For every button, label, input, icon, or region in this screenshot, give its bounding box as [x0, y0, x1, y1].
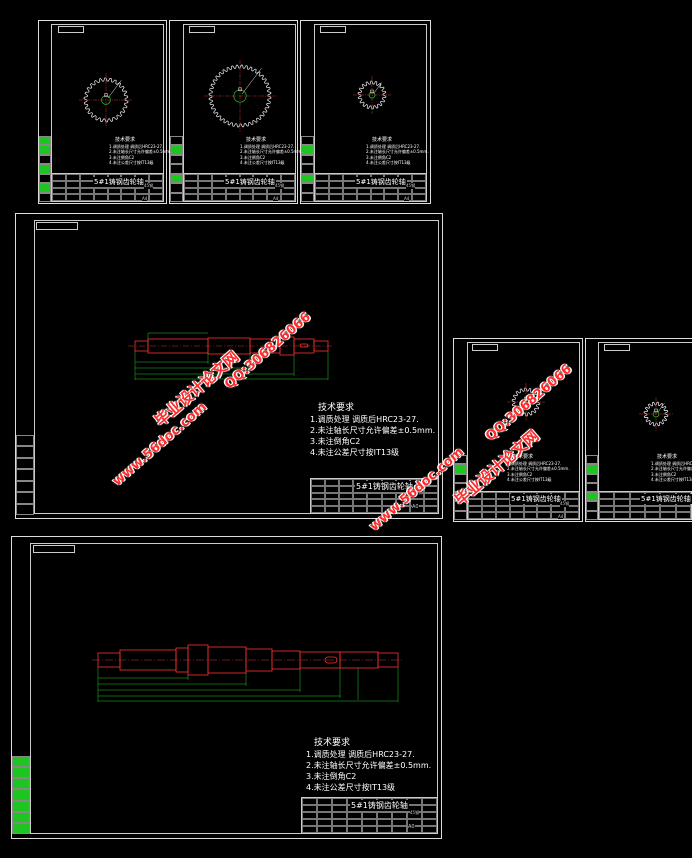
notes-line-4: 4.未注公差尺寸按IT13级: [366, 160, 411, 165]
notes-heading: 技术要求: [314, 738, 351, 748]
notes-line-3: 3.未注倒角C2: [109, 154, 135, 160]
sheet-shaft-2-margin-strip: [12, 756, 30, 834]
notes-line-1: 1.调质处理 调质后HRC23-27.: [310, 415, 419, 424]
notes-line-4: 4.未注公差尺寸按IT13级: [306, 783, 396, 792]
notes-line-1: 1.调质处理 调质后HRC23-27.: [240, 143, 295, 149]
sheet-gear-2-size: A4: [273, 196, 279, 201]
sheet-gear-4-size: A4: [558, 514, 564, 519]
notes-heading: 技术要求: [115, 137, 136, 143]
notes-heading: 技术要求: [246, 137, 267, 143]
sheet-gear-5-drawing-name: 5#1铸钢齿轮轴: [640, 494, 692, 504]
sheet-gear-2-notes: 技术要求 1.调质处理 调质后HRC23-27. 2.未注轴长尺寸允许偏差±0.…: [240, 137, 303, 166]
notes-heading: 技术要求: [372, 137, 393, 143]
sheet-shaft-2-frame: [30, 543, 438, 834]
notes-line-4: 4.未注公差尺寸按IT13级: [651, 477, 692, 482]
sheet-gear-5-tag: [604, 344, 630, 351]
gear-2-view: [204, 60, 276, 132]
notes-line-1: 1.调质处理 调质后HRC23-27.: [366, 143, 421, 149]
notes-line-2: 2.未注轴长尺寸允许偏差±0.5mm.: [240, 149, 303, 154]
sheet-shaft-1-size: A0: [412, 504, 419, 510]
gear-views: [79, 60, 673, 431]
sheet-gear-3-material: 45钢: [406, 183, 416, 189]
sheet-shaft-1-notes: 技术要求 1.调质处理 调质后HRC23-27. 2.未注轴长尺寸允许偏差±0.…: [310, 403, 435, 458]
sheet-shaft-1-tag: [36, 222, 78, 230]
sheet-gear-5: [585, 338, 692, 522]
sheet-shaft-1-drawing-name: 5#1铸钢齿轮轴: [355, 481, 414, 492]
notes-heading: 技术要求: [657, 454, 678, 460]
sheet-shaft-1-margin-strip: [16, 435, 34, 515]
sheet-gear-1-material: 45钢: [144, 183, 154, 189]
sheet-gear-4-material: 45钢: [560, 501, 570, 507]
notes-line-2: 2.未注轴长尺寸允许偏差±0.5mm.: [366, 149, 429, 154]
notes-line-1: 1.调质处理 调质后HRC23-27.: [507, 460, 562, 466]
sheet-gear-1-notes: 技术要求 1.调质处理 调质后HRC23-27. 2.未注轴长尺寸允许偏差±0.…: [109, 137, 172, 166]
sheet-shaft-2-material: 45钢: [410, 810, 420, 816]
sheet-gear-4-tag: [472, 344, 498, 351]
sheet-gear-5-margin-strip: [586, 455, 598, 520]
notes-heading: 技术要求: [513, 454, 534, 460]
sheet-gear-2-drawing-name: 5#1铸钢齿轮轴: [224, 177, 276, 187]
sheet-gear-3-drawing-name: 5#1铸钢齿轮轴: [355, 177, 407, 187]
sheet-shaft-1-material: 45钢: [413, 490, 423, 496]
sheet-shaft-2-tag: [33, 545, 75, 553]
notes-line-3: 3.未注倒角C2: [507, 471, 533, 477]
sheet-gear-1: [38, 20, 167, 204]
sheet-gear-4-margin-strip: [454, 455, 467, 520]
sheet-gear-1-size: A4: [142, 196, 148, 201]
sheet-gear-3-tag: [320, 26, 346, 33]
notes-line-4: 4.未注公差尺寸按IT13级: [109, 160, 154, 165]
sheet-gear-3: [300, 20, 431, 204]
shaft-2-view: [92, 644, 404, 676]
sheet-gear-2: [169, 20, 298, 204]
shaft-1-view: [128, 336, 332, 356]
sheet-gear-2-material: 45钢: [275, 183, 285, 189]
notes-line-1: 1.调质处理 调质后HRC23-27.: [109, 143, 164, 149]
notes-line-1: 1.调质处理 调质后HRC23-27.: [306, 750, 415, 759]
sheet-shaft-2-notes: 技术要求 1.调质处理 调质后HRC23-27. 2.未注轴长尺寸允许偏差±0.…: [306, 738, 431, 793]
sheet-gear-2-margin-strip: [170, 136, 183, 202]
sheet-shaft-1-frame: [34, 220, 439, 514]
gear-5-view: [639, 397, 673, 431]
shaft-2-dimensions: [97, 667, 399, 702]
sheet-shaft-2-size: A0: [408, 824, 415, 830]
gear-4-view: [507, 383, 545, 421]
gear-3-view: [353, 76, 391, 114]
notes-line-3: 3.未注倒角C2: [651, 471, 677, 477]
notes-line-2: 2.未注轴长尺寸允许偏差±0.5mm.: [306, 761, 432, 770]
notes-line-1: 1.调质处理 调质后HRC23-27.: [651, 460, 692, 466]
notes-line-2: 2.未注轴长尺寸允许偏差±0.5mm.: [651, 466, 692, 471]
notes-line-4: 4.未注公差尺寸按IT13级: [240, 160, 285, 165]
sheet-gear-4-notes: 技术要求 1.调质处理 调质后HRC23-27. 2.未注轴长尺寸允许偏差±0.…: [507, 454, 570, 483]
sheet-gear-3-size: A4: [404, 196, 410, 201]
sheet-shaft-2: [11, 536, 442, 839]
sheet-gear-5-notes: 技术要求 1.调质处理 调质后HRC23-27. 2.未注轴长尺寸允许偏差±0.…: [651, 454, 692, 483]
notes-line-3: 3.未注倒角C2: [310, 437, 361, 446]
sheet-gear-4-drawing-name: 5#1铸钢齿轮轴: [510, 494, 562, 504]
sheet-gear-3-margin-strip: [301, 136, 314, 202]
notes-line-2: 2.未注轴长尺寸允许偏差±0.5mm.: [507, 466, 570, 471]
sheet-gear-1-margin-strip: [39, 136, 51, 202]
shaft-1-dimensions: [134, 332, 329, 380]
sheet-gear-2-tag: [189, 26, 215, 33]
sheet-shaft-1: [15, 213, 443, 519]
notes-line-3: 3.未注倒角C2: [366, 154, 392, 160]
notes-line-4: 4.未注公差尺寸按IT13级: [310, 448, 400, 457]
notes-line-3: 3.未注倒角C2: [306, 772, 357, 781]
notes-line-4: 4.未注公差尺寸按IT13级: [507, 477, 552, 482]
notes-heading: 技术要求: [318, 403, 355, 413]
sheet-gear-3-notes: 技术要求 1.调质处理 调质后HRC23-27. 2.未注轴长尺寸允许偏差±0.…: [366, 137, 429, 166]
notes-line-2: 2.未注轴长尺寸允许偏差±0.5mm.: [310, 426, 436, 435]
sheet-gear-4: [453, 338, 583, 522]
sheet-shaft-2-drawing-name: 5#1铸钢齿轮轴: [350, 800, 409, 811]
gear-1-view: [79, 73, 133, 127]
notes-line-2: 2.未注轴长尺寸允许偏差±0.5mm.: [109, 149, 172, 154]
sheet-gear-1-drawing-name: 5#1铸钢齿轮轴: [93, 177, 145, 187]
notes-line-3: 3.未注倒角C2: [240, 154, 266, 160]
sheet-gear-1-tag: [58, 26, 84, 33]
